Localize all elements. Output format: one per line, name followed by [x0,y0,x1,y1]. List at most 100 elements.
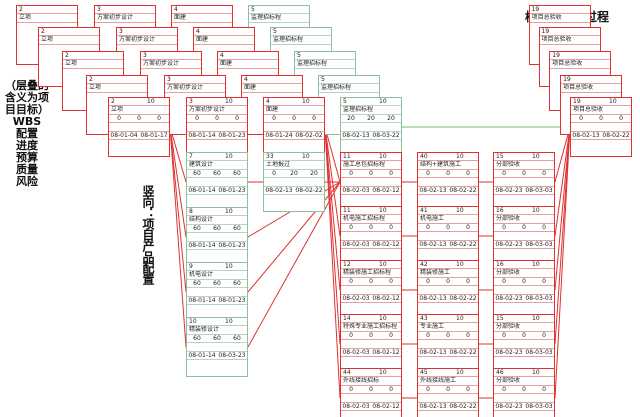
node-label: 分部验收 [496,215,521,223]
node-end-date: 08-02-22 [449,240,477,248]
node-value: 0 [502,331,506,339]
node-id: 43 [420,315,428,322]
node-value: 0 [426,277,430,285]
node-duration: 10 [532,207,540,214]
node-start-date: 08-01-14 [188,131,216,139]
node-duration: 10 [225,153,233,160]
node-label: 特殊专业施工招标程 [343,323,398,331]
node-value: 0 [522,223,526,231]
node-value: 0 [369,277,373,285]
node-id: 2 [41,28,45,35]
left-label-line2: 含义为项 [5,91,49,104]
node-value: 0 [542,223,546,231]
node-value: 60 [213,224,221,232]
node-value: 20 [310,169,318,177]
node-id: 3 [189,98,193,105]
node-end-date: 08-01-23 [218,131,246,139]
node-id: 11 [343,153,351,160]
node-start-date: 08-01-14 [188,186,216,194]
node-start-date: 08-02-13 [419,348,447,356]
node-value: 20 [290,169,298,177]
node-value: 60 [193,334,201,342]
node-label: 面建 [220,60,233,68]
node-duration: 10 [532,153,540,160]
node-value: 0 [272,114,276,122]
node-id: 5 [251,6,255,13]
node-end-date: 08-03-03 [525,186,553,194]
left-label-item-budget: 预算 [16,151,38,164]
node-value: 0 [389,169,393,177]
node-label: 立项 [65,60,78,68]
node-id: 19 [552,52,560,59]
node-duration: 10 [379,153,387,160]
node-label: 立项 [111,106,124,114]
node-end-date: 08-02-22 [602,131,630,139]
node-start-date: 08-02-23 [495,240,523,248]
node-value: 0 [542,385,546,393]
node-value: 60 [193,279,201,287]
node-end-date: 08-03-03 [525,294,553,302]
node-end-date: 08-03-23 [218,351,246,359]
node-duration: 10 [302,153,310,160]
node-label: 监理招标程 [273,36,304,44]
node-end-date: 08-02-12 [372,240,400,248]
node-id: 8 [189,208,193,215]
node-value: 0 [426,169,430,177]
node-label: 监理招标程 [297,60,328,68]
node-duration: 10 [532,261,540,268]
node-value: 60 [193,224,201,232]
node-start-date: 08-02-13 [572,131,600,139]
node-duration [343,76,379,83]
node-value: 0 [446,385,450,393]
node-start-date: 08-01-04 [110,131,138,139]
node-end-date: 08-01-17 [140,131,168,139]
node-value: 0 [599,114,603,122]
connector-tender [324,126,341,399]
node-duration [63,28,99,35]
node-duration: 10 [225,318,233,325]
node-label: 面建 [196,36,209,44]
node-label: 分部验收 [496,269,521,277]
node-value: 0 [389,277,393,285]
node-duration: 10 [609,98,617,105]
node-duration: 10 [456,369,464,376]
left-label-line3: 目目标） [5,103,49,116]
node-value: 0 [349,331,353,339]
node-end-date: 08-02-12 [372,186,400,194]
node-value: 0 [502,277,506,285]
node-value: 0 [542,169,546,177]
node-value: 0 [117,114,121,122]
node-value: 0 [522,169,526,177]
node-id: 41 [420,207,428,214]
connector-design-fan [169,126,187,238]
node-label: 施工总包招标程 [343,161,386,169]
node-label: 立项 [41,36,54,44]
node-duration [266,76,302,83]
node-duration: 10 [379,369,387,376]
node-label: 面建 [266,106,279,114]
node-start-date: 08-02-03 [342,186,370,194]
node-duration [563,28,599,35]
node-value: 0 [137,114,141,122]
node-value: 0 [446,331,450,339]
node-start-date: 08-01-24 [265,131,293,139]
node-value: 20 [347,114,355,122]
node-value: 0 [466,385,470,393]
node-duration: 10 [379,315,387,322]
node-end-date: 08-02-02 [295,131,323,139]
node-duration [119,6,155,13]
node-label: 土地报过 [266,161,291,169]
node-start-date: 08-02-03 [342,348,370,356]
node-start-date: 08-02-13 [419,240,447,248]
connector-tender [324,126,341,291]
